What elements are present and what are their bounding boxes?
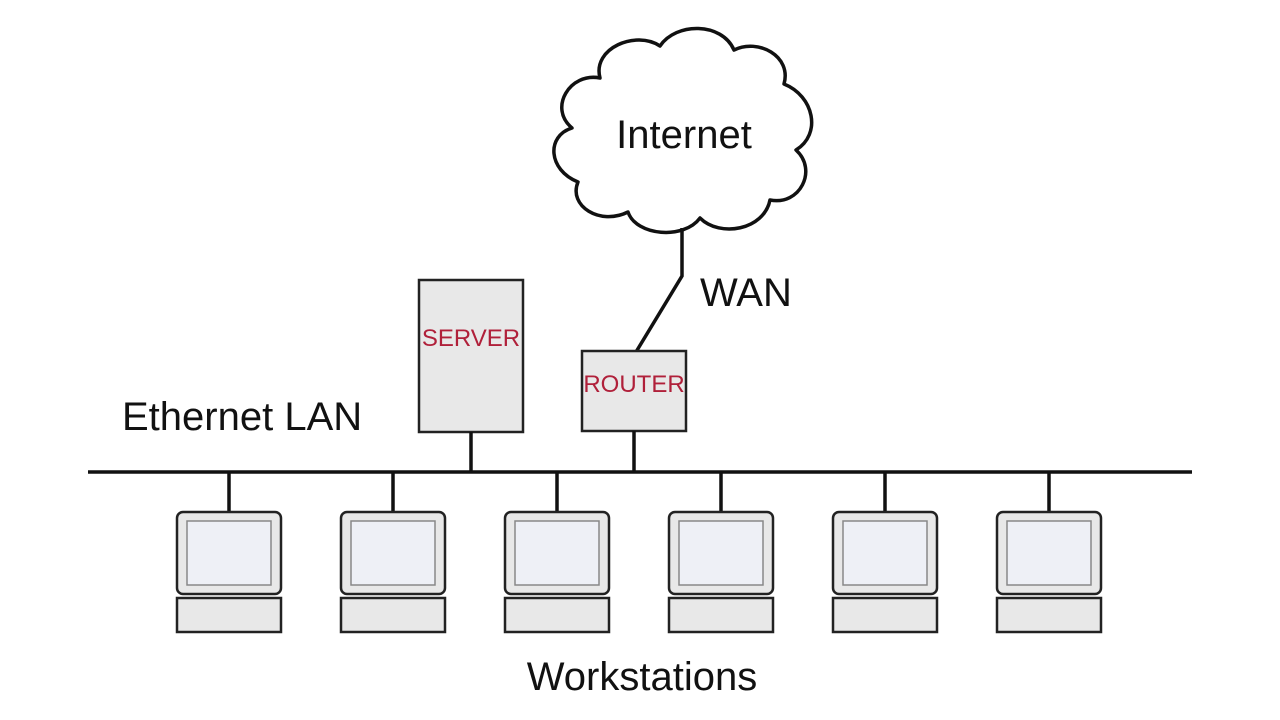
monitor-screen	[1006, 520, 1092, 586]
wan-label: WAN	[700, 271, 792, 315]
workstation	[995, 472, 1103, 634]
workstations-group	[175, 472, 1103, 634]
server-box	[417, 278, 525, 434]
router-label: ROUTER	[583, 371, 684, 398]
router: ROUTER	[580, 349, 688, 433]
workstation	[667, 472, 775, 634]
monitor-screen	[678, 520, 764, 586]
workstation	[831, 472, 939, 634]
workstation	[175, 472, 283, 634]
system-unit	[667, 596, 775, 634]
server-label: SERVER	[422, 325, 520, 352]
wan-link	[634, 228, 684, 353]
monitor-screen	[842, 520, 928, 586]
monitor-screen	[186, 520, 272, 586]
system-unit	[503, 596, 611, 634]
workstation	[339, 472, 447, 634]
workstations-label: Workstations	[527, 655, 757, 699]
server: SERVER	[417, 278, 525, 434]
system-unit	[995, 596, 1103, 634]
internet-cloud: Internet	[552, 26, 814, 235]
cloud-shape	[552, 26, 814, 235]
system-unit	[175, 596, 283, 634]
monitor-screen	[514, 520, 600, 586]
system-unit	[339, 596, 447, 634]
router-box	[580, 349, 688, 433]
system-unit	[831, 596, 939, 634]
monitor-screen	[350, 520, 436, 586]
lan-label: Ethernet LAN	[122, 395, 362, 439]
workstation	[503, 472, 611, 634]
internet-label: Internet	[616, 113, 752, 157]
